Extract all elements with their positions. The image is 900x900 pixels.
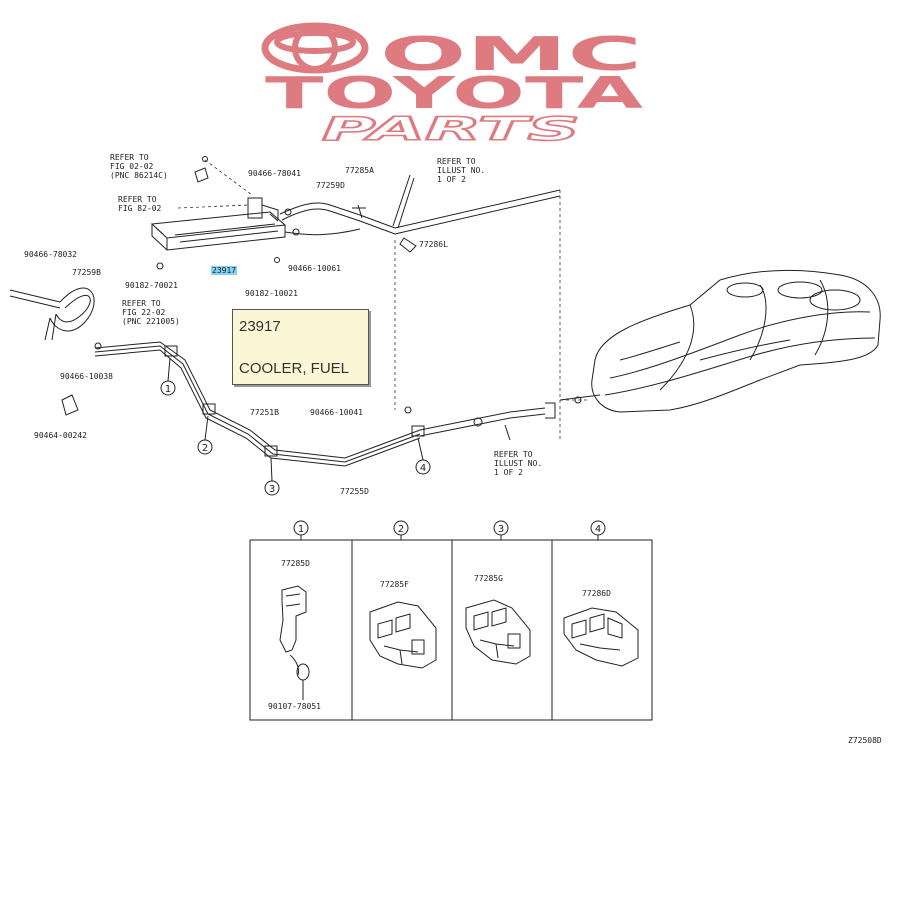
part-90466-10041: 90466-10041 bbox=[310, 408, 363, 417]
part-77285a: 77285A bbox=[345, 166, 374, 175]
refer-illust-bottom: REFER TO ILLUST NO. 1 OF 2 bbox=[494, 450, 543, 477]
marker-2-label: 2 bbox=[202, 443, 208, 454]
logo-line3: PARTS bbox=[322, 110, 580, 148]
marker-4-label: 4 bbox=[420, 463, 426, 474]
marker-1-label: 1 bbox=[165, 384, 171, 395]
part-90466-78041: 90466-78041 bbox=[248, 169, 301, 178]
part-77285d: 77285D bbox=[281, 559, 310, 568]
detail-marker-3: 3 bbox=[498, 524, 504, 535]
detail-panels bbox=[249, 520, 653, 721]
clamp-77285g bbox=[465, 599, 531, 665]
part-90466-10061: 90466-10061 bbox=[288, 264, 341, 273]
fuel-cooler-23917 bbox=[150, 197, 287, 251]
part-tooltip: 23917 COOLER, FUEL bbox=[232, 309, 369, 385]
part-90107-78051: 90107-78051 bbox=[268, 702, 321, 711]
leader-lines bbox=[177, 159, 590, 440]
refer-fig-02-02: REFER TO FIG 02-02 (PNC 86214C) bbox=[110, 153, 168, 180]
refer-fig-82-02: REFER TO FIG 82-02 bbox=[118, 195, 162, 213]
detail-marker-4: 4 bbox=[595, 524, 601, 535]
fuel-tank bbox=[559, 269, 881, 413]
omc-toyota-parts-logo: OMC TOYOTA PARTS bbox=[261, 22, 643, 149]
highlighted-part-23917[interactable]: 23917 bbox=[211, 266, 238, 275]
part-77255d: 77255D bbox=[340, 487, 369, 496]
refer-fig-22-02: REFER TO FIG 22-02 (PNC 221005) bbox=[122, 299, 180, 326]
part-90182-10021: 90182-10021 bbox=[245, 289, 298, 298]
part-77285f: 77285F bbox=[380, 580, 409, 589]
part-77259d: 77259D bbox=[316, 181, 345, 190]
part-77259b: 77259B bbox=[72, 268, 101, 277]
marker-3-label: 3 bbox=[269, 484, 275, 495]
refer-illust-top: REFER TO ILLUST NO. 1 OF 2 bbox=[437, 157, 486, 184]
upper-fuel-lines bbox=[156, 156, 561, 270]
line-markers bbox=[160, 357, 431, 496]
part-90466-78032: 90466-78032 bbox=[24, 250, 77, 259]
tooltip-part-name: COOLER, FUEL bbox=[239, 360, 350, 377]
tooltip-part-number: 23917 bbox=[239, 318, 281, 335]
main-fuel-lines bbox=[9, 287, 556, 467]
part-23917-label: 23917 bbox=[211, 266, 238, 275]
part-77251b: 77251B bbox=[250, 408, 279, 417]
part-77286d: 77286D bbox=[582, 589, 611, 598]
detail-marker-2: 2 bbox=[398, 524, 404, 535]
logo-line2: TOYOTA bbox=[265, 68, 643, 119]
illustration-id: Z72508D bbox=[848, 736, 882, 745]
detail-marker-1: 1 bbox=[298, 524, 304, 535]
part-77286l: 77286L bbox=[419, 240, 448, 249]
part-90466-10038: 90466-10038 bbox=[60, 372, 113, 381]
part-90182-70021: 90182-70021 bbox=[125, 281, 178, 290]
clamp-77286d bbox=[563, 607, 639, 667]
part-90464-00242: 90464-00242 bbox=[34, 431, 87, 440]
clamp-77285d bbox=[279, 585, 310, 700]
logo-line1: OMC bbox=[380, 27, 642, 81]
part-77285g: 77285G bbox=[474, 574, 503, 583]
clamp-77285f bbox=[369, 601, 437, 669]
